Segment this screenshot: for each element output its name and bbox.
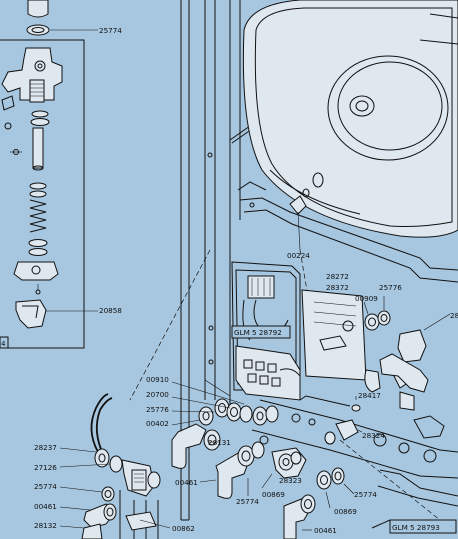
fitting-28417: [351, 396, 361, 412]
connection-nuts-left: [171, 381, 279, 426]
leader-28132: [59, 525, 85, 529]
pipe-28323: [261, 447, 307, 489]
valve-spring: [28, 199, 48, 256]
sensor-00224: [289, 172, 324, 251]
label-00402: 00402: [146, 419, 169, 428]
valve-cartridge: [29, 79, 45, 103]
label-28132: 28132: [34, 521, 57, 530]
label-25776-right: 25776: [379, 283, 402, 292]
combustion-chamber: [242, 0, 458, 238]
burner-port: [349, 95, 375, 117]
valve-spindle-stack: [4, 110, 50, 198]
label-28323: 28323: [279, 476, 302, 485]
small-screw: [4, 122, 12, 130]
label-glm-bot: GLM 5 28793: [392, 523, 440, 532]
valve-body: [1, 47, 63, 111]
label-20700: 20700: [146, 390, 169, 399]
label-00910: 00910: [146, 375, 169, 384]
nut-00909: [363, 296, 391, 331]
label-00224: 00224: [287, 251, 310, 260]
label-28372: 28372: [326, 283, 349, 292]
valve-lower-bracket: [13, 261, 59, 295]
leader-00461-left: [59, 506, 91, 511]
flexible-hose: [90, 393, 113, 468]
valve-knob: [342, 320, 354, 332]
label-00869-a: 00869: [262, 490, 285, 499]
label-28131: 28131: [208, 438, 231, 447]
pipe-28131: [171, 423, 221, 469]
label-28237: 28237: [34, 443, 57, 452]
leader-28237: [59, 447, 97, 453]
hose-nut: [94, 448, 110, 468]
valve-top-pipe: [26, 0, 98, 36]
gas-valve-housing: [301, 289, 367, 381]
label-25774-br: 25774: [354, 490, 377, 499]
right-fitting: [364, 313, 451, 411]
label-00862: 00862: [172, 524, 195, 533]
mounting-rail: [237, 181, 458, 283]
leader-25774-left: [59, 486, 103, 493]
label-glm-mid: GLM 5 28792: [234, 328, 282, 337]
label-28417: 28417: [358, 391, 381, 400]
label-00461-bottom: 00461: [314, 526, 337, 535]
leader-dashed: [339, 439, 441, 521]
label-00869-b: 00869: [334, 507, 357, 516]
washer-25774-top: [26, 24, 50, 36]
label-right-edge: 28: [450, 311, 458, 320]
pipe-00461-mid: [199, 441, 265, 499]
left-inset-panel: 4: [0, 39, 85, 349]
label-corner-4: 4: [1, 339, 6, 348]
label-25774-mid: 25774: [236, 497, 259, 506]
nut-group-bottom-right: [316, 467, 355, 509]
tee-fitting: [109, 455, 171, 539]
leader-glm-bot: [371, 519, 391, 529]
label-25776-left: 25776: [146, 405, 169, 414]
label-box-glm-bot: [389, 519, 457, 534]
lower-left-nuts: [81, 486, 117, 539]
label-28324: 28324: [362, 431, 385, 440]
label-20858: 20858: [99, 306, 122, 315]
fitting-28324: [324, 419, 363, 445]
leader-dashed: [129, 249, 211, 401]
label-25774-top: 25774: [99, 26, 122, 35]
label-27126: 27126: [34, 463, 57, 472]
label-25774-left: 25774: [34, 482, 57, 491]
leader-27126: [59, 463, 111, 468]
lower-manifold: [251, 395, 458, 507]
terminal-block: [235, 345, 301, 401]
label-00461-mid: 00461: [175, 478, 198, 487]
label-28272: 28272: [326, 272, 349, 281]
pipe-00461-bottom: [283, 494, 316, 539]
clip-20858: [15, 299, 98, 329]
inset-corner-box: [0, 336, 9, 349]
pcb-connector: [247, 275, 275, 299]
label-box-glm-mid: [231, 325, 291, 339]
label-00461-left: 00461: [34, 502, 57, 511]
label-00909: 00909: [355, 294, 378, 303]
